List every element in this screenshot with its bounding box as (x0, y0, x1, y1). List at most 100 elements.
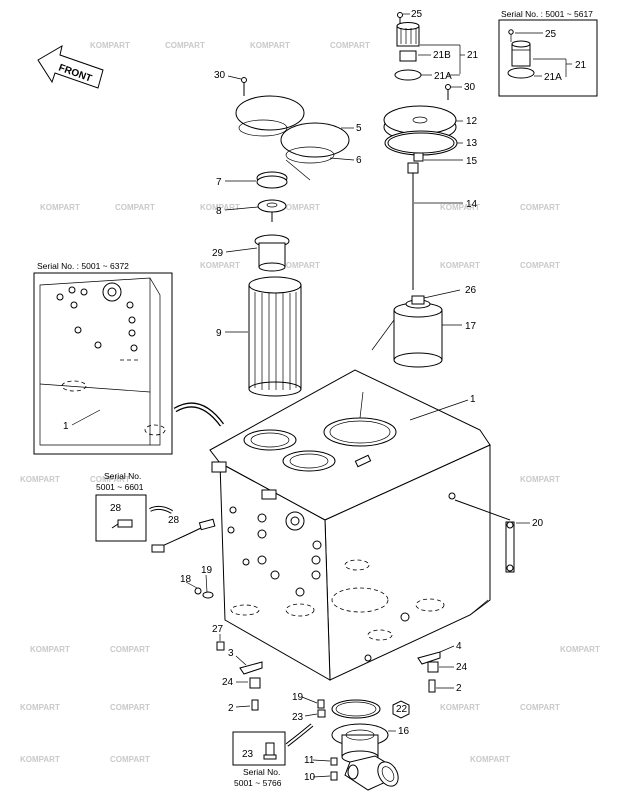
watermark-text: COMPART (110, 755, 150, 764)
callout-2-right: 2 (456, 683, 462, 694)
callout-23: 23 (292, 712, 304, 723)
inset-serial-5617: Serial No. : 5001 ~ 5617 25 21 21A (498, 9, 598, 97)
callout-14: 14 (466, 199, 478, 210)
small-fittings-left: 18 19 27 (180, 565, 225, 651)
callout-16: 16 (398, 726, 410, 737)
callout-18: 18 (180, 574, 192, 585)
watermark-text: KOMPART (440, 203, 480, 212)
callout-11: 11 (304, 755, 315, 766)
callout-19: 19 (201, 565, 213, 576)
callout-30-left: 30 (214, 70, 226, 81)
mount-right: 4 24 2 (417, 641, 468, 694)
watermark-text: COMPART (115, 203, 155, 212)
watermark-text: COMPART (520, 703, 560, 712)
watermark-text: KOMPART (440, 703, 480, 712)
watermark-text: KOMPART (20, 475, 60, 484)
callout-5: 5 (356, 123, 362, 134)
callout-23-inset: 23 (242, 749, 254, 760)
watermark-text: KOMPART (520, 475, 560, 484)
inset-serial-6601: Serial No. 5001 ~ 6601 28 (95, 471, 174, 542)
drain-assembly: 19 23 22 16 11 10 (292, 692, 410, 791)
watermark-text: COMPART (330, 41, 370, 50)
callout-25-inset: 25 (545, 29, 557, 40)
breather-assembly: 25 21B 21 21A (394, 9, 479, 82)
watermark-text: COMPART (520, 203, 560, 212)
watermark-text: KOMPART (90, 41, 130, 50)
inset-serial-label: Serial No. (243, 767, 280, 777)
watermark-text: KOMPART (200, 203, 240, 212)
callout-6: 6 (356, 155, 362, 166)
watermark-text: KOMPART (40, 203, 80, 212)
watermark-text: COMPART (110, 645, 150, 654)
watermark-row: KOMPART COMPART KOMPART COMPART (20, 703, 560, 712)
watermark-layer: KOMPART COMPART KOMPART COMPART KOMPART … (20, 41, 600, 764)
filter-parts-stack: 7 8 29 (212, 159, 311, 272)
callout-21a: 21A (434, 71, 452, 82)
callout-21: 21 (467, 50, 479, 61)
callout-17: 17 (465, 321, 477, 332)
callout-4: 4 (456, 641, 462, 652)
cover-plate-left: 30 5 6 (214, 70, 362, 166)
level-gauge: 20 (454, 499, 544, 573)
callout-3: 3 (228, 648, 234, 659)
callout-13: 13 (466, 138, 478, 149)
watermark-row: KOMPART COMPART KOMPART (20, 755, 510, 764)
callout-20: 20 (532, 518, 544, 529)
callout-26: 26 (465, 285, 477, 296)
callout-28-inset: 28 (110, 503, 122, 514)
callout-8: 8 (216, 206, 222, 217)
inset-serial-6372: Serial No. : 5001 ~ 6372 1 (33, 261, 225, 455)
watermark-row: KOMPART COMPART KOMPART COMPART (90, 41, 370, 50)
watermark-row: KOMPART COMPART KOMPART COMPART KOMPART … (40, 203, 560, 212)
inset-serial-label: Serial No. : 5001 ~ 5617 (501, 9, 593, 19)
callout-1-inset: 1 (63, 421, 69, 432)
inset-serial-label: 5001 ~ 6601 (96, 482, 144, 492)
callout-24-right: 24 (456, 662, 468, 673)
mount-left: 3 24 2 (222, 648, 263, 714)
callout-27: 27 (212, 624, 224, 635)
callout-1: 1 (470, 394, 476, 405)
suction-strainer: 9 (216, 276, 302, 397)
watermark-text: COMPART (280, 203, 320, 212)
dipstick: 14 (407, 162, 478, 290)
callout-30-right: 30 (464, 82, 476, 93)
callout-15: 15 (466, 156, 478, 167)
sensor-cable: 28 (151, 515, 216, 553)
watermark-text: KOMPART (560, 645, 600, 654)
watermark-text: KOMPART (200, 261, 240, 270)
watermark-row: KOMPART COMPART KOMPART (20, 475, 560, 484)
front-arrow-icon: FRONT (37, 44, 104, 89)
watermark-text: KOMPART (250, 41, 290, 50)
inset-serial-label: Serial No. (104, 471, 141, 481)
cover-plate-right: 30 12 13 15 (383, 82, 478, 167)
callout-2-left: 2 (228, 703, 234, 714)
watermark-text: KOMPART (440, 261, 480, 270)
watermark-text: COMPART (280, 261, 320, 270)
callout-21-inset: 21 (575, 60, 587, 71)
watermark-text: KOMPART (20, 755, 60, 764)
watermark-row: KOMPART COMPART KOMPART COMPART (200, 261, 560, 270)
callout-29: 29 (212, 248, 224, 259)
callout-28: 28 (168, 515, 180, 526)
callout-21b: 21B (433, 50, 451, 61)
callout-21a-inset: 21A (544, 72, 562, 83)
watermark-text: KOMPART (20, 703, 60, 712)
callout-25: 25 (411, 9, 423, 20)
hydraulic-tank: 1 (209, 369, 491, 681)
watermark-text: KOMPART (470, 755, 510, 764)
watermark-text: COMPART (165, 41, 205, 50)
inset-serial-5766: 23 Serial No. 5001 ~ 5766 (232, 723, 314, 788)
watermark-text: COMPART (90, 475, 130, 484)
watermark-text: KOMPART (30, 645, 70, 654)
inset-serial-label: 5001 ~ 5766 (234, 778, 282, 788)
callout-10: 10 (304, 772, 316, 783)
callout-9: 9 (216, 328, 222, 339)
watermark-row: KOMPART COMPART KOMPART (30, 645, 600, 654)
return-filter: 26 17 (371, 285, 477, 368)
watermark-text: COMPART (110, 703, 150, 712)
callout-7: 7 (216, 177, 222, 188)
callout-12: 12 (466, 116, 478, 127)
callout-22: 22 (396, 704, 408, 715)
callout-19-bottom: 19 (292, 692, 304, 703)
